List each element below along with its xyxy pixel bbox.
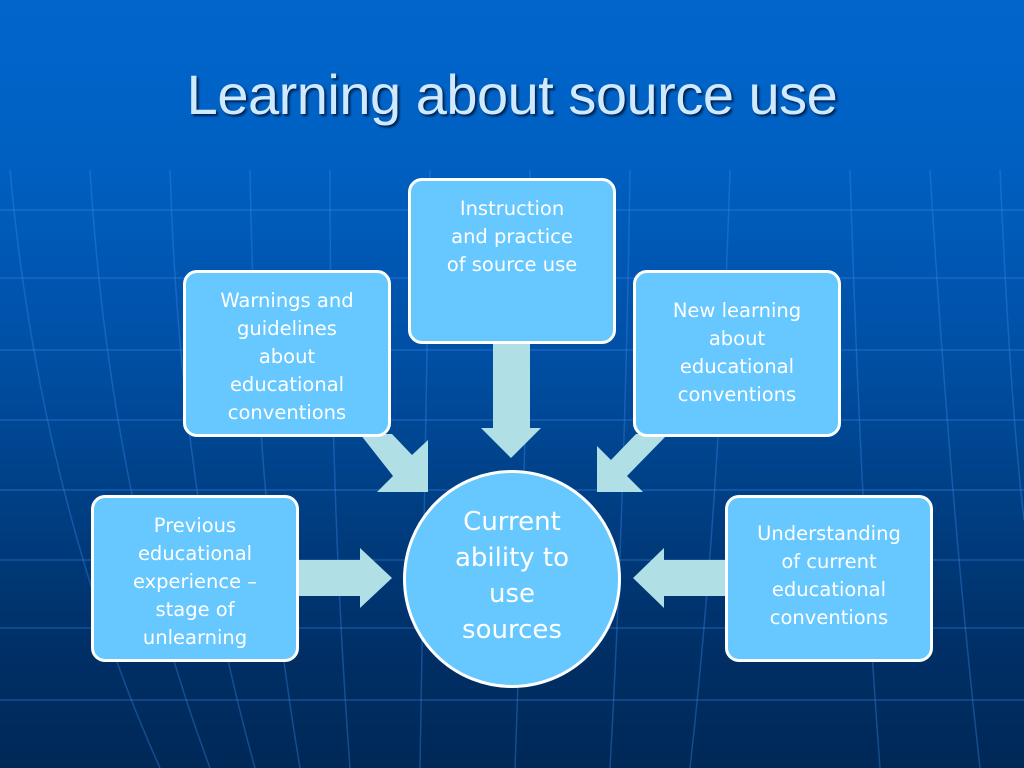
center-node: Current ability to use sources <box>403 470 621 688</box>
center-label: Current ability to use sources <box>454 507 570 645</box>
node-label: Understanding of current educational con… <box>757 522 901 629</box>
node-instruction: Instruction and practice of source use <box>408 178 616 344</box>
node-previous: Previous educational experience – stage … <box>91 495 299 662</box>
arrow-down-icon <box>481 343 541 458</box>
arrow-right-icon <box>298 548 392 608</box>
arrow-left-icon <box>633 548 728 608</box>
node-label: Instruction and practice of source use <box>446 197 578 276</box>
node-label: New learning about educational conventio… <box>672 299 802 406</box>
node-label: Previous educational experience – stage … <box>132 514 258 649</box>
slide-title: Learning about source use <box>186 63 838 126</box>
node-warnings: Warnings and guidelines about educationa… <box>183 270 391 437</box>
node-label: Warnings and guidelines about educationa… <box>220 289 354 424</box>
arrow-down-right-icon <box>360 434 428 492</box>
arrow-down-left-icon <box>597 434 668 492</box>
node-understanding: Understanding of current educational con… <box>725 495 933 662</box>
node-new-learning: New learning about educational conventio… <box>633 270 841 437</box>
